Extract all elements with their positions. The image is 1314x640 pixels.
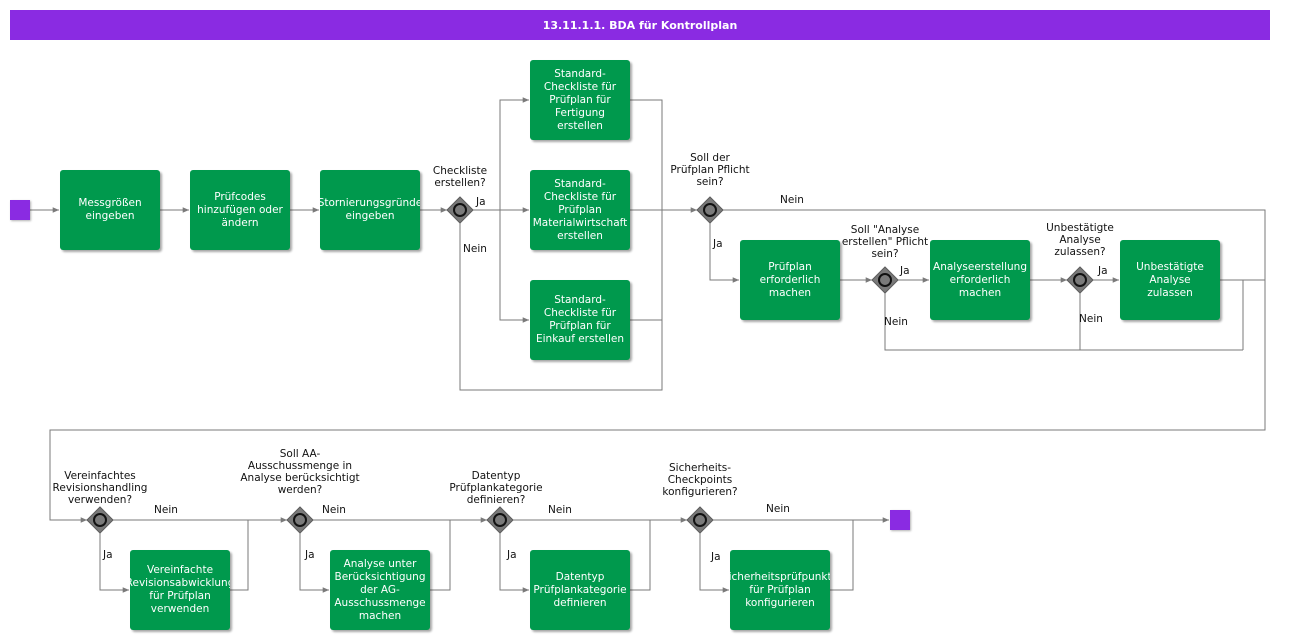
flow-revision-merge xyxy=(230,520,249,591)
gateway-datentyp[interactable] xyxy=(486,506,514,534)
edge-label-checkliste-nein: Nein xyxy=(463,243,487,255)
flow-datentyp-ja xyxy=(499,533,529,593)
task-datentyp[interactable]: Datentyp Prüfplankategorie definieren xyxy=(530,550,630,630)
flow-pflicht-nein xyxy=(49,209,1266,523)
task-checkliste-fertigung[interactable]: Standard- Checkliste für Prüfplan für Fe… xyxy=(530,60,630,140)
gateway-sicherheit[interactable] xyxy=(686,506,714,534)
gateway-pflicht[interactable] xyxy=(696,196,724,224)
flow-ja-fertigung xyxy=(473,97,529,211)
diagram-title: 13.11.1.1. BDA für Kontrollplan xyxy=(10,10,1270,40)
task-unbestaetigte-analyse[interactable]: Unbestätigte Analyse zulassen xyxy=(1120,240,1220,320)
flow-revision-ja xyxy=(99,533,129,593)
gateway-label-revision: Vereinfachtes Revisionshandling verwende… xyxy=(52,470,148,506)
edge-label-pflicht-nein: Nein xyxy=(780,194,804,206)
edge-label-datentyp-nein: Nein xyxy=(548,504,572,516)
gateway-label-analyse: Soll "Analyse erstellen" Pflicht sein? xyxy=(841,224,929,260)
flow-ausschuss-ja xyxy=(299,533,329,593)
gateway-checkliste[interactable] xyxy=(446,196,474,224)
edge-label-revision-ja: Ja xyxy=(103,549,113,561)
gateway-label-datentyp: Datentyp Prüfplankategorie definieren? xyxy=(449,470,543,506)
end-event[interactable] xyxy=(890,510,910,530)
edge-label-unbestaetigt-ja: Ja xyxy=(1098,265,1108,277)
gateway-ausschuss[interactable] xyxy=(286,506,314,534)
gateway-label-checkliste: Checkliste erstellen? xyxy=(432,165,488,189)
edge-label-sicherheit-nein: Nein xyxy=(766,503,790,515)
flow-fertigung-merge xyxy=(630,99,663,210)
flow-sicherheit-merge xyxy=(830,520,854,591)
edge-label-checkliste-ja: Ja xyxy=(476,196,486,208)
gateway-label-unbestaetigt: Unbestätigte Analyse zulassen? xyxy=(1046,222,1114,258)
flow-merge-up xyxy=(1242,279,1265,350)
flow-ja-einkauf xyxy=(499,210,529,323)
gateway-revision[interactable] xyxy=(86,506,114,534)
task-ausschussmenge[interactable]: Analyse unter Berücksichtigung der AG- A… xyxy=(330,550,430,630)
gateway-label-ausschuss: Soll AA- Ausschussmenge in Analyse berüc… xyxy=(240,448,360,496)
edge-label-ausschuss-nein: Nein xyxy=(322,504,346,516)
gateway-unbestaetigt[interactable] xyxy=(1066,266,1094,294)
flow-einkauf-merge xyxy=(630,210,663,321)
edge-label-revision-nein: Nein xyxy=(154,504,178,516)
task-pruefplan-pflicht[interactable]: Prüfplan erforderlich machen xyxy=(740,240,840,320)
task-pruefcodes[interactable]: Prüfcodes hinzufügen oder ändern xyxy=(190,170,290,250)
edge-label-ausschuss-ja: Ja xyxy=(305,549,315,561)
task-messgroessen[interactable]: Messgrößen eingeben xyxy=(60,170,160,250)
task-analyseerstellung[interactable]: Analyseerstellung erforderlich machen xyxy=(930,240,1030,320)
flow-ausschuss-merge xyxy=(430,520,451,591)
start-event[interactable] xyxy=(10,200,30,220)
edge-label-pflicht-ja: Ja xyxy=(713,238,723,250)
task-checkliste-material[interactable]: Standard- Checkliste für Prüfplan Materi… xyxy=(530,170,630,250)
edge-label-datentyp-ja: Ja xyxy=(507,549,517,561)
task-checkliste-einkauf[interactable]: Standard- Checkliste für Prüfplan für Ei… xyxy=(530,280,630,360)
flow-sicherheit-ja xyxy=(699,533,729,593)
gateway-label-pflicht: Soll der Prüfplan Pflicht sein? xyxy=(670,152,750,188)
task-revisionsabwicklung[interactable]: Vereinfachte Revisionsabwicklung für Prü… xyxy=(130,550,230,630)
edge-label-sicherheit-ja: Ja xyxy=(711,551,721,563)
task-stornierung[interactable]: Stornierungsgründe eingeben xyxy=(320,170,420,250)
edge-label-analyse-ja: Ja xyxy=(900,265,910,277)
flow-pflicht-ja xyxy=(709,223,739,283)
task-sicherheitspruefpunkte[interactable]: Sicherheitsprüfpunkte für Prüfplan konfi… xyxy=(730,550,830,630)
flow-analyse-nein xyxy=(884,293,1243,351)
gateway-analyse[interactable] xyxy=(871,266,899,294)
edge-label-analyse-nein: Nein xyxy=(884,316,908,328)
edge-label-unbestaetigt-nein: Nein xyxy=(1079,313,1103,325)
gateway-label-sicherheit: Sicherheits- Checkpoints konfigurieren? xyxy=(662,462,738,498)
flow-datentyp-merge xyxy=(630,520,651,591)
